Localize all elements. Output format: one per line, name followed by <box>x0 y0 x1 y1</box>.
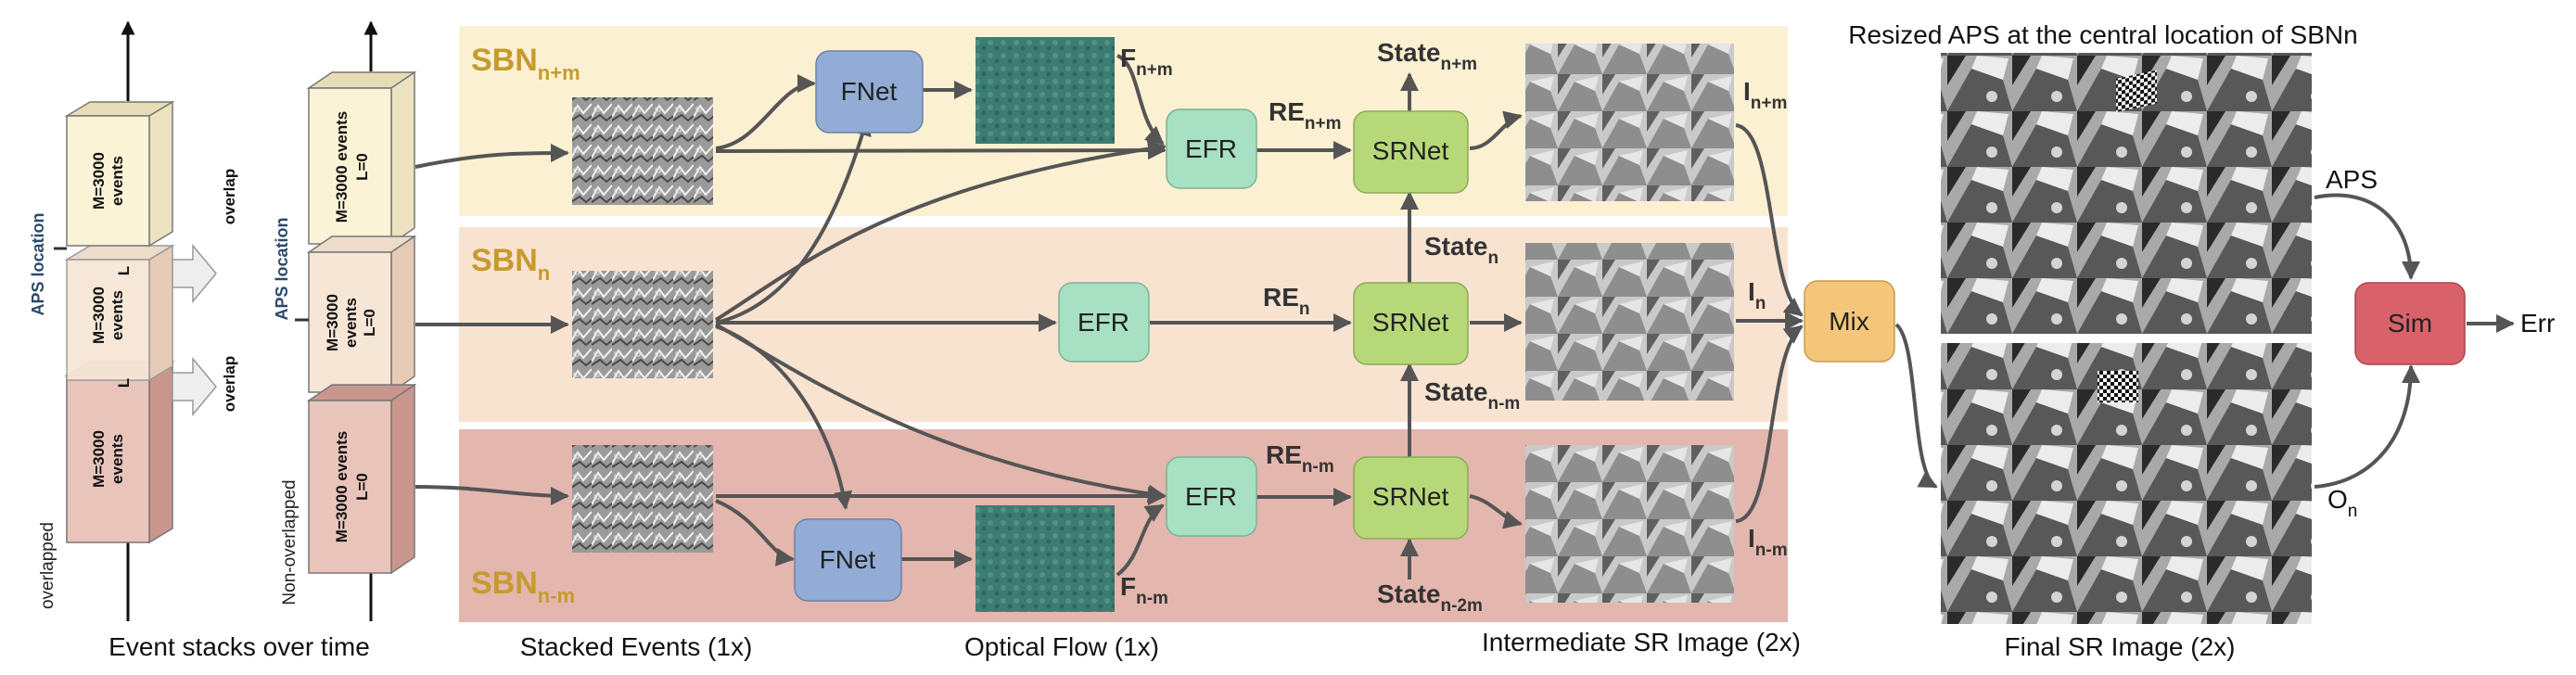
caption-optical-flow: Optical Flow (1x) <box>964 632 1159 661</box>
fnet-top-box <box>815 50 924 134</box>
left-aps-location: APS location <box>29 212 47 315</box>
srnet-top-box <box>1353 110 1469 194</box>
err-label: Err <box>2520 309 2555 338</box>
sim-box <box>2354 282 2466 365</box>
srnet-mid-box <box>1353 282 1469 365</box>
caption-stacked-events: Stacked Events (1x) <box>520 632 753 661</box>
overlap-label-top: overlap <box>221 169 238 224</box>
state-bot-label: Staten-2m <box>1377 579 1483 616</box>
efr-bot-label: EFR <box>1185 482 1237 511</box>
mix-label: Mix <box>1829 307 1869 336</box>
sim-label: Sim <box>2388 309 2432 338</box>
fnet-top-label: FNet <box>841 77 898 106</box>
right-stack-mid-label: M=3000eventsL=0 <box>324 294 378 351</box>
aps-checkerboard <box>2116 70 2157 112</box>
fnet-bot-label: FNet <box>820 545 876 574</box>
srnet-top-label: SRNet <box>1372 136 1449 165</box>
stacked-events-image-top <box>572 97 713 205</box>
right-aps-location: APS location <box>273 217 291 320</box>
left-L-top: L <box>115 266 133 275</box>
efr-top-label: EFR <box>1185 134 1237 163</box>
re-mid-label: REn <box>1263 283 1310 319</box>
flow-top-label: Fn+m <box>1120 44 1173 80</box>
intermediate-sr-image-mid <box>1525 243 1734 401</box>
output-label: On <box>2327 485 2357 521</box>
i-top-label: In+m <box>1743 77 1787 113</box>
optical-flow-image-bot <box>976 505 1115 612</box>
srnet-mid-label: SRNet <box>1372 308 1449 337</box>
optical-flow-image-top <box>976 37 1115 144</box>
efr-bot-box <box>1166 456 1257 537</box>
caption-intermediate-sr: Intermediate SR Image (2x) <box>1482 628 1801 656</box>
state-mid-label: Staten <box>1424 232 1498 268</box>
sbn-mid-label: SBNn <box>471 243 550 285</box>
overlapped-event-stack <box>54 20 217 621</box>
sbn-top-label: SBNn+m <box>471 43 580 84</box>
re-bot-label: REn-m <box>1266 440 1334 477</box>
re-top-label: REn+m <box>1269 97 1342 134</box>
left-stack-mid-label: M=3000events <box>90 287 126 344</box>
i-bot-label: In-m <box>1748 524 1788 560</box>
srnet-bot-label: SRNet <box>1372 482 1449 511</box>
overlapped-label: overlapped <box>38 522 57 609</box>
overlap-label-bot: overlap <box>221 356 238 412</box>
sbn-bot-label: SBNn-m <box>471 566 575 607</box>
i-mid-label: In <box>1748 277 1766 313</box>
flow-bot-label: Fn-m <box>1120 572 1168 608</box>
non-overlapped-label: Non-overlapped <box>280 479 300 605</box>
intermediate-sr-image-top <box>1525 44 1734 201</box>
mix-box <box>1804 280 1895 363</box>
connection-arrows <box>414 54 2515 579</box>
stacked-events-image-bot <box>572 445 713 553</box>
state-midlow-label: Staten-m <box>1424 377 1520 414</box>
stacked-events-image-mid <box>572 271 713 378</box>
efr-mid-label: EFR <box>1078 308 1129 337</box>
caption-final-sr: Final SR Image (2x) <box>2005 632 2236 661</box>
srnet-bot-box <box>1353 456 1469 540</box>
state-top-label: Staten+m <box>1377 38 1477 74</box>
intermediate-sr-image-bot <box>1525 445 1734 603</box>
left-L-bot: L <box>115 378 133 388</box>
left-stack-bot-label: M=3000events <box>90 430 126 488</box>
non-overlapped-event-stack <box>295 20 417 621</box>
efr-top-box <box>1166 108 1257 189</box>
fnet-bot-box <box>794 518 902 602</box>
caption-event-stacks: Event stacks over time <box>108 632 370 661</box>
caption-resized-aps: Resized APS at the central location of S… <box>1848 20 2357 49</box>
aps-label: APS <box>2326 165 2378 194</box>
efr-mid-box <box>1058 282 1150 363</box>
left-stack-top-label: M=3000events <box>90 152 126 210</box>
final-sr-checkerboard <box>2098 371 2138 402</box>
